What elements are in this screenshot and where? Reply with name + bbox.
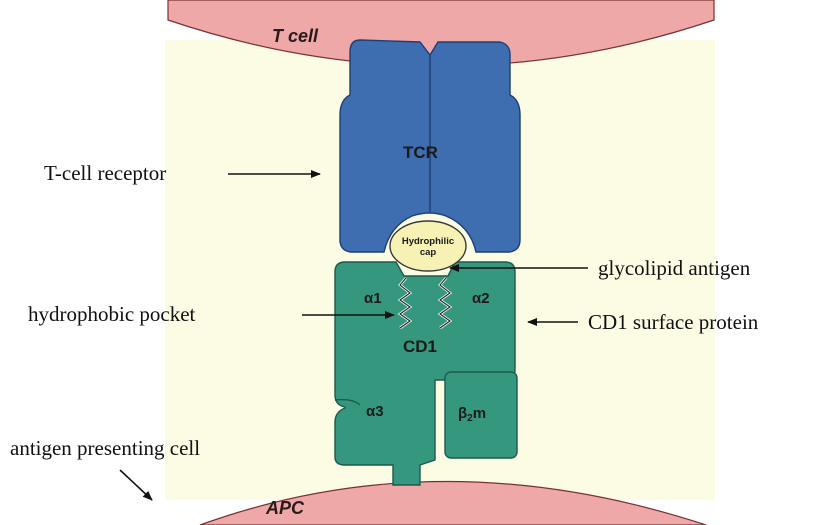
callout-glycolipid-antigen: glycolipid antigen [598, 256, 751, 280]
callout-antigen-presenting-cell: antigen presenting cell [10, 436, 200, 460]
callout-cd1-surface-protein: CD1 surface protein [588, 310, 759, 334]
callout-tcell-receptor: T-cell receptor [44, 161, 166, 185]
arrow-antigen-presenting-cell [120, 470, 152, 500]
cd1-label: CD1 [403, 337, 437, 356]
callout-hydrophobic-pocket: hydrophobic pocket [28, 302, 196, 326]
tcr-label: TCR [403, 143, 438, 162]
apc-label: APC [265, 498, 305, 518]
cap-label-line2: cap [420, 247, 437, 258]
beta2m-base: β [458, 405, 467, 422]
beta2m-suffix: m [473, 405, 486, 422]
alpha3-label: α3 [366, 403, 384, 420]
alpha2-label: α2 [472, 290, 490, 307]
beta2m-label: β2m [458, 405, 486, 424]
t-cell-label: T cell [272, 26, 319, 46]
alpha1-label: α1 [364, 290, 382, 307]
cap-label-line1: Hydrophilic [402, 236, 454, 247]
